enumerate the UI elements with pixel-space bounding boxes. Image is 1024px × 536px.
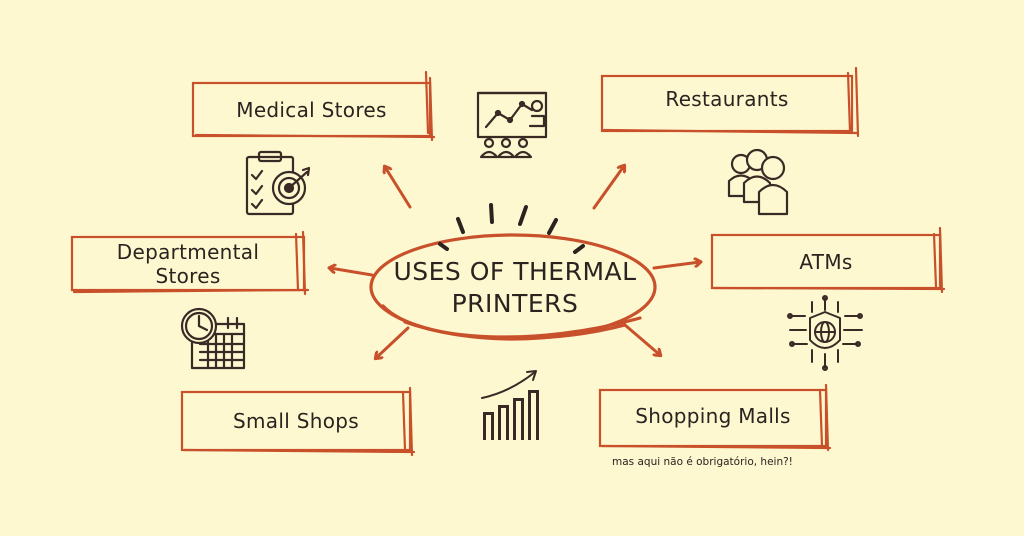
footnote: mas aqui não é obrigatório, hein?! (612, 456, 793, 468)
bar-chart-growth-icon (481, 370, 539, 440)
presentation-chart-icon (476, 91, 548, 159)
node-label-departmental-stores: Departmental Stores (72, 237, 304, 290)
shopping-malls-text: Shopping Malls (635, 404, 791, 428)
center-title-line1: USES OF THERMAL (393, 257, 637, 286)
center-title: USES OF THERMAL PRINTERS (380, 248, 650, 328)
people-group-icon (727, 148, 789, 216)
node-label-atms: ATMs (712, 235, 940, 288)
small-shops-text: Small Shops (233, 409, 359, 433)
arrows (330, 166, 700, 358)
center-title-line2: PRINTERS (451, 289, 579, 318)
clock-calendar-icon (180, 307, 246, 370)
restaurants-text: Restaurants (665, 86, 789, 111)
node-label-shopping-malls: Shopping Malls (600, 388, 826, 444)
atms-text: ATMs (799, 249, 853, 274)
arrow-to-medical-stores (385, 167, 412, 209)
node-label-restaurants: Restaurants (602, 76, 852, 121)
emphasis-marks (438, 203, 585, 254)
arrow-to-departmental-stores (330, 268, 374, 277)
node-box-atms (710, 226, 946, 294)
node-label-small-shops: Small Shops (182, 392, 410, 450)
arrow-to-small-shops (376, 326, 410, 358)
node-box-departmental-stores (70, 230, 310, 296)
node-box-small-shops (180, 386, 416, 457)
arrow-to-restaurants (592, 166, 624, 210)
node-box-medical-stores (191, 70, 436, 142)
checklist-target-icon (245, 150, 311, 216)
center-ellipse (369, 233, 657, 341)
departmental-text-line2: Stores (155, 263, 221, 288)
arrow-to-atms (652, 262, 700, 270)
departmental-text-line1: Departmental (116, 239, 260, 264)
node-box-shopping-malls (598, 383, 832, 452)
node-box-restaurants (600, 66, 860, 138)
arrow-to-shopping-malls (623, 323, 660, 355)
medical-stores-text: Medical Stores (236, 97, 387, 122)
circuit-globe-shield-icon (787, 295, 863, 371)
node-label-medical-stores: Medical Stores (193, 83, 430, 136)
